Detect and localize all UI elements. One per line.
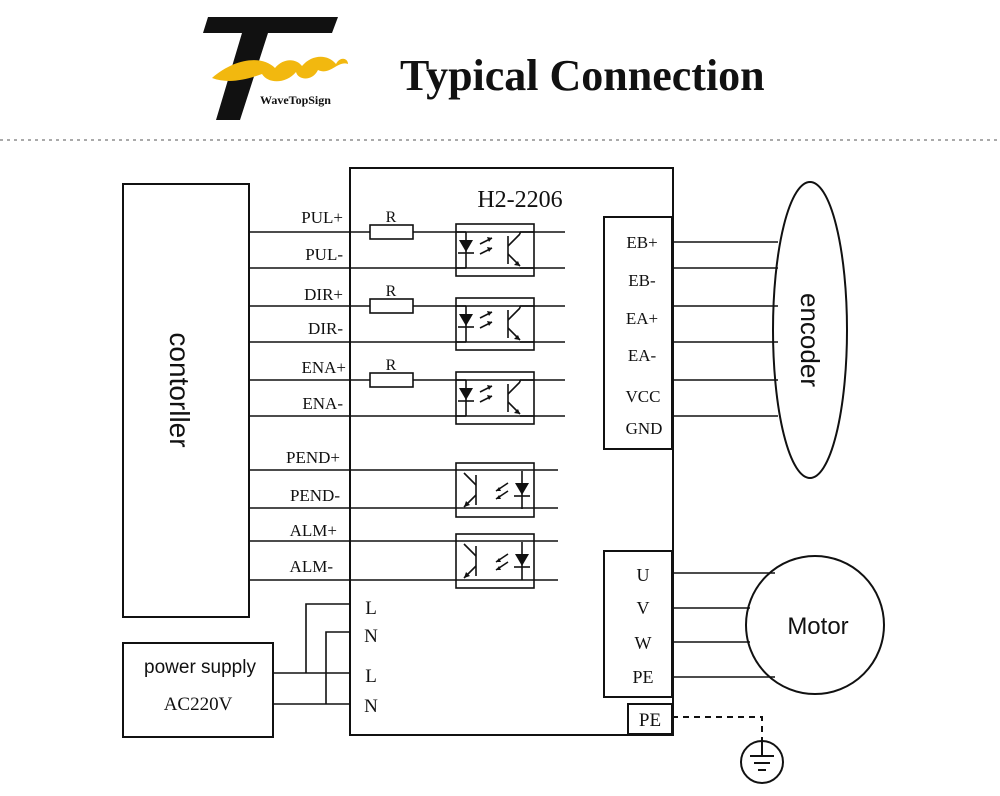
signal-label-ena-minus: ENA- — [302, 394, 343, 413]
resistor: R — [369, 357, 414, 388]
motor-label: Motor — [787, 613, 848, 640]
power-terminal-n1: N — [364, 626, 378, 647]
encoder-terminal-block — [603, 216, 673, 450]
encoder-terminal-ea-plus: EA+ — [626, 309, 658, 328]
signal-label-pend-minus: PEND- — [290, 486, 340, 505]
resistor: R — [369, 283, 414, 314]
controller-box — [122, 183, 250, 618]
power-terminal-n2: N — [364, 696, 378, 717]
input-optocoupler — [455, 297, 535, 351]
brand-logo: WaveTopSign — [203, 17, 348, 120]
ground-icon — [740, 740, 784, 784]
motor-wires — [672, 572, 775, 678]
driver-model: H2-2206 — [477, 187, 562, 213]
encoder-device — [772, 181, 848, 479]
signal-label-pul-minus: PUL- — [305, 245, 343, 264]
motor-terminal-pe: PE — [632, 667, 653, 687]
power-supply-box — [122, 642, 274, 738]
encoder-terminal-vcc: VCC — [626, 387, 661, 406]
motor-terminal-u: U — [637, 565, 650, 585]
pe-terminal-label: PE — [639, 710, 661, 731]
signal-label-pul-plus: PUL+ — [301, 208, 343, 227]
motor-terminal-v: V — [637, 598, 650, 618]
output-optocoupler — [455, 533, 535, 589]
signal-label-alm-minus: ALM- — [290, 557, 334, 576]
signal-label-ena-plus: ENA+ — [301, 358, 346, 377]
driver-box — [349, 167, 674, 736]
encoder-terminal-eb-plus: EB+ — [626, 233, 657, 252]
ground-wire — [672, 716, 763, 742]
power-terminal-l2: L — [365, 666, 377, 687]
power-supply-label: power supply — [144, 657, 256, 678]
resistor-label: R — [386, 283, 397, 300]
pe-terminal — [627, 703, 673, 735]
resistor: R — [369, 209, 414, 240]
power-terminal-l1: L — [365, 598, 377, 619]
encoder-terminal-gnd: GND — [626, 419, 663, 438]
brand-name: WaveTopSign — [260, 93, 331, 107]
resistor-label: R — [386, 209, 397, 226]
signal-label-alm-plus: ALM+ — [290, 521, 337, 540]
page-title: Typical Connection — [400, 51, 765, 100]
encoder-wires — [672, 241, 778, 417]
signal-label-dir-minus: DIR- — [308, 319, 343, 338]
resistor-label: R — [386, 357, 397, 374]
controller-label: contorller — [164, 332, 195, 447]
encoder-terminal-ea-minus: EA- — [628, 346, 657, 365]
encoder-label: encoder — [795, 293, 825, 387]
input-optocoupler — [455, 223, 535, 277]
signal-label-dir-plus: DIR+ — [304, 285, 343, 304]
encoder-terminal-eb-minus: EB- — [628, 271, 656, 290]
signal-labels: PUL+ PUL- DIR+ DIR- ENA+ ENA- PEND+ PEND… — [286, 208, 346, 576]
signal-lines — [249, 231, 565, 581]
signal-label-pend-plus: PEND+ — [286, 448, 340, 467]
output-optocoupler — [455, 462, 535, 518]
motor-terminal-w: W — [635, 633, 652, 653]
power-supply-voltage: AC220V — [164, 694, 233, 715]
motor-terminal-block — [603, 550, 673, 698]
motor-device — [745, 555, 885, 695]
input-optocoupler — [455, 371, 535, 425]
power-wires — [273, 603, 350, 705]
